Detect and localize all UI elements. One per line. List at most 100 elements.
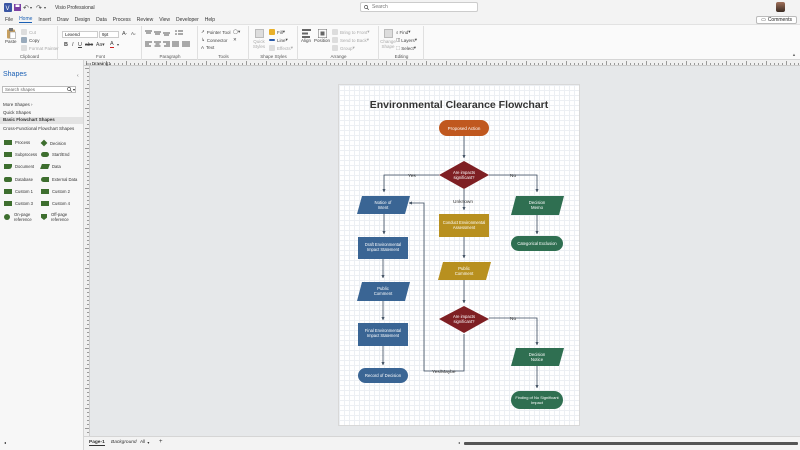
font-color-dropdown-icon[interactable]: ▾ (117, 42, 120, 47)
select-button[interactable]: ⬚Select▾ (396, 45, 416, 51)
underline-icon[interactable]: U (78, 42, 82, 48)
cut-button[interactable]: Cut (21, 29, 36, 35)
pointer-tool-button[interactable]: ➚Pointer Tool (201, 29, 230, 35)
ruler-tick (478, 63, 479, 65)
menu-file[interactable]: File (5, 16, 14, 23)
quick-styles-button[interactable]: Quick Styles (252, 29, 266, 49)
stencil-cross-functional[interactable]: Cross-Functional Flowchart Shapes (3, 126, 75, 131)
menu-developer[interactable]: Developer (175, 16, 199, 23)
save-icon[interactable] (14, 2, 21, 13)
menu-data[interactable]: Data (96, 16, 107, 23)
ruler-tick (87, 364, 89, 365)
ruler-tick (510, 63, 511, 65)
group-button[interactable]: Group▾ (332, 45, 355, 51)
italic-icon[interactable]: I (72, 42, 74, 48)
tab-background[interactable]: Background (111, 440, 137, 445)
ruler-tick (438, 63, 439, 65)
chevron-down-icon[interactable]: ▾ (30, 5, 33, 10)
search-icon[interactable] (67, 87, 73, 94)
shape-tile-document[interactable]: Document (4, 164, 34, 169)
comments-button[interactable]: ▭ Comments (756, 16, 797, 24)
shape-tile-start-end[interactable]: Start/End (41, 152, 69, 157)
bold-icon[interactable]: B (64, 42, 68, 48)
menu-insert[interactable]: Insert (38, 16, 51, 23)
shape-tile-on-page-reference[interactable]: On-page reference (4, 212, 38, 223)
align-top-icon[interactable] (145, 30, 152, 36)
text-direction-icon[interactable] (182, 41, 190, 47)
more-shapes-link[interactable]: More Shapes › (3, 102, 33, 107)
shape-tile-database[interactable]: Database (4, 177, 33, 182)
align-middle-icon[interactable] (154, 30, 161, 36)
collapse-ribbon-icon[interactable]: ▲ (792, 52, 796, 57)
custom-3-shape-icon (4, 201, 12, 206)
avatar[interactable] (776, 2, 785, 12)
format-painter-button[interactable]: Format Painter (21, 45, 59, 51)
align-left-icon[interactable] (145, 41, 152, 47)
send-to-back-button[interactable]: Send to Back▾ (332, 37, 369, 43)
tab-all[interactable]: All▾ (140, 440, 149, 445)
bullets-icon[interactable] (175, 30, 183, 36)
copy-button[interactable]: Copy (21, 37, 40, 43)
font-color-icon[interactable]: A (110, 41, 114, 48)
tab-page-1[interactable]: Page-1 (89, 440, 105, 446)
shape-tile-data[interactable]: Data (40, 164, 61, 169)
search-options-icon[interactable]: ▾ (73, 87, 76, 92)
page-nav-left-icon[interactable]: ◂ (4, 440, 7, 445)
change-case-icon[interactable]: Aa▾ (96, 42, 105, 48)
search-input[interactable]: Search (360, 2, 478, 12)
shape-search-input[interactable]: Search shapes (2, 86, 76, 93)
shape-tile-custom-2[interactable]: Custom 2 (41, 189, 70, 194)
effects-button[interactable]: Effects▾ (269, 45, 293, 51)
stencil-basic-flowchart[interactable]: Basic Flowchart Shapes (0, 117, 83, 124)
strikethrough-icon[interactable]: abc (85, 42, 94, 48)
shape-tile-subprocess[interactable]: Subprocess (4, 152, 37, 157)
menu-home[interactable]: Home (19, 16, 33, 23)
scroll-left-icon[interactable]: ◂ (458, 440, 461, 445)
redo-icon[interactable]: ↷ (36, 4, 42, 12)
menu-view[interactable]: View (159, 16, 170, 23)
line-button[interactable]: Line▾ (269, 37, 288, 43)
align-center-icon[interactable] (154, 41, 161, 47)
shape-tile-off-page-reference[interactable]: Off-page reference (41, 212, 75, 223)
quick-shapes-link[interactable]: Quick Shapes (3, 110, 32, 115)
fill-button[interactable]: Fill▾ (269, 29, 285, 35)
shape-tile-external-data[interactable]: External Data (41, 177, 77, 182)
menu-design[interactable]: Design (74, 16, 91, 23)
connector-button[interactable]: ↳Connector (201, 37, 228, 43)
horizontal-scrollbar[interactable] (464, 442, 798, 445)
menu-help[interactable]: Help (204, 16, 216, 23)
shape-tile-custom-3[interactable]: Custom 3 (4, 201, 33, 206)
paste-button[interactable]: Paste (5, 28, 17, 44)
document-tab[interactable]: ▭ Drawing1 (86, 61, 111, 66)
position-button[interactable]: Position (314, 29, 330, 43)
shape-tile-decision[interactable]: Decision (40, 139, 66, 147)
shape-tile-custom-1[interactable]: Custom 1 (4, 189, 33, 194)
close-tool-icon[interactable]: ✕ (233, 37, 237, 42)
change-shape-button[interactable]: Change Shape (380, 29, 396, 49)
font-size-select[interactable]: 9pt (99, 31, 119, 38)
shape-tool-icon[interactable]: ◯▾ (233, 29, 241, 34)
menu-process[interactable]: Process (112, 16, 131, 23)
font-family-select[interactable]: Lexend (62, 31, 98, 38)
ruler-tick (202, 63, 203, 65)
justify-icon[interactable] (172, 41, 179, 47)
menu-review[interactable]: Review (136, 16, 154, 23)
ruler-tick (87, 84, 89, 85)
align-right-icon[interactable] (163, 41, 170, 47)
customize-toolbar-icon[interactable]: ▾ (44, 5, 47, 10)
shape-tile-process[interactable]: Process (4, 140, 30, 145)
align-button[interactable]: Align (301, 29, 311, 43)
add-page-icon[interactable]: + (159, 439, 163, 445)
menu-draw[interactable]: Draw (56, 16, 69, 23)
shape-tile-custom-4[interactable]: Custom 4 (41, 201, 70, 206)
align-bottom-icon[interactable] (163, 30, 170, 36)
layers-button[interactable]: ◫Layers▾ (396, 37, 417, 43)
grow-font-icon[interactable]: A^ (122, 31, 128, 37)
bring-to-front-button[interactable]: Bring to Front▾ (332, 29, 370, 35)
undo-icon[interactable]: ↶ (23, 4, 29, 12)
drawing-page[interactable] (338, 84, 580, 426)
find-button[interactable]: ⌕Find▾ (396, 29, 411, 35)
chevron-left-icon[interactable]: ‹ (77, 73, 79, 79)
